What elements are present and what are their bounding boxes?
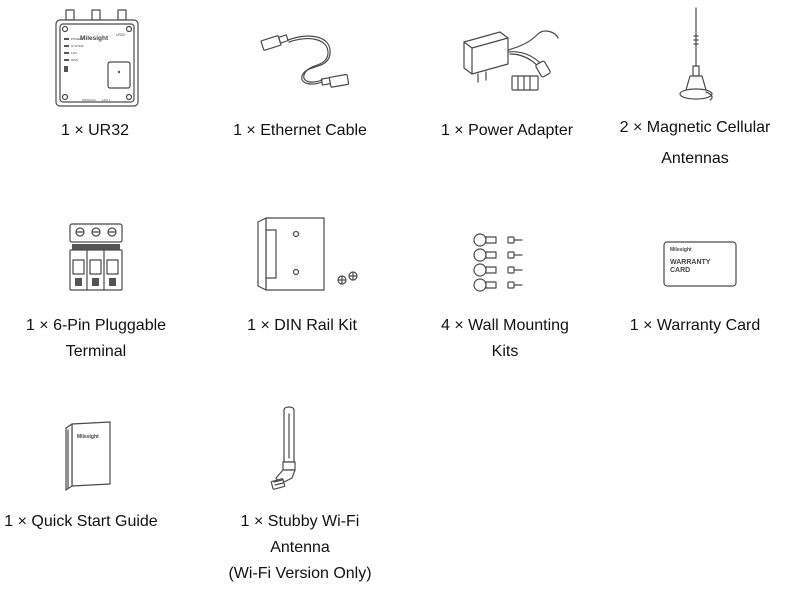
label-line: 4 × Wall Mounting <box>441 317 569 334</box>
warranty-card-title-1: WARRANTY <box>670 259 711 266</box>
router-led-wan: WAN <box>71 58 78 62</box>
item-label: 1 × Power Adapter <box>422 118 592 144</box>
label-line: 2 × Magnetic Cellular <box>619 119 771 136</box>
router-port-wan: WAN/LAN <box>82 98 96 102</box>
label-line: Kits <box>491 343 519 360</box>
din-rail-icon <box>252 214 362 294</box>
item-label: 1 × Ethernet Cable <box>210 118 390 144</box>
label-line: 1 × 6-Pin Pluggable <box>25 317 167 334</box>
wifi-antenna-icon <box>268 404 308 494</box>
label-line: 1 × Stubby Wi-Fi <box>240 513 360 530</box>
item-label: 1 × Warranty Card <box>610 313 780 339</box>
label-line: Antenna <box>270 539 330 556</box>
warranty-card-title-2: CARD <box>670 267 690 274</box>
label-line: 1 × Warranty Card <box>629 317 761 334</box>
label-line: 1 × UR32 <box>60 122 130 139</box>
router-led-lan: LAN <box>71 51 77 55</box>
router-logo: Milesight <box>80 35 109 42</box>
item-label: 1 × UR32 <box>40 118 150 144</box>
terminal-block-icon <box>66 220 126 292</box>
label-line: 1 × Quick Start Guide <box>4 513 158 530</box>
warranty-card-icon: Milesight WARRANTY CARD <box>662 240 738 288</box>
router-port-lan: LAN 1 <box>102 98 111 102</box>
booklet-icon: Milesight <box>62 420 114 492</box>
label-line: 1 × Ethernet Cable <box>233 122 367 139</box>
item-label: 4 × Wall Mounting Kits <box>420 313 590 365</box>
item-label: 1 × Quick Start Guide <box>0 509 162 535</box>
booklet-logo: Milesight <box>77 434 99 440</box>
label-line: (Wi-Fi Version Only) <box>228 565 372 582</box>
router-icon: POWER SYSTEM LAN WAN Milesight UR32 WAN/… <box>54 8 140 110</box>
ethernet-cable-icon <box>258 28 354 92</box>
item-label: 2 × Magnetic Cellular Antennas <box>600 112 790 174</box>
item-label: 1 × DIN Rail Kit <box>212 313 392 339</box>
label-line: Antennas <box>661 150 729 167</box>
label-line: 1 × DIN Rail Kit <box>247 317 357 334</box>
item-label: 1 × 6-Pin Pluggable Terminal <box>6 313 186 365</box>
magnetic-antenna-icon <box>676 6 716 102</box>
power-adapter-icon <box>460 24 566 100</box>
warranty-card-logo: Milesight <box>670 247 692 253</box>
label-line: 1 × Power Adapter <box>440 122 574 139</box>
router-led-system: SYSTEM <box>71 44 84 48</box>
router-led-power: POWER <box>71 37 83 41</box>
label-line: Terminal <box>65 343 127 360</box>
item-label: 1 × Stubby Wi-Fi Antenna (Wi-Fi Version … <box>210 509 390 587</box>
wall-mount-screws-icon <box>470 232 526 294</box>
router-model: UR32 <box>116 33 125 37</box>
